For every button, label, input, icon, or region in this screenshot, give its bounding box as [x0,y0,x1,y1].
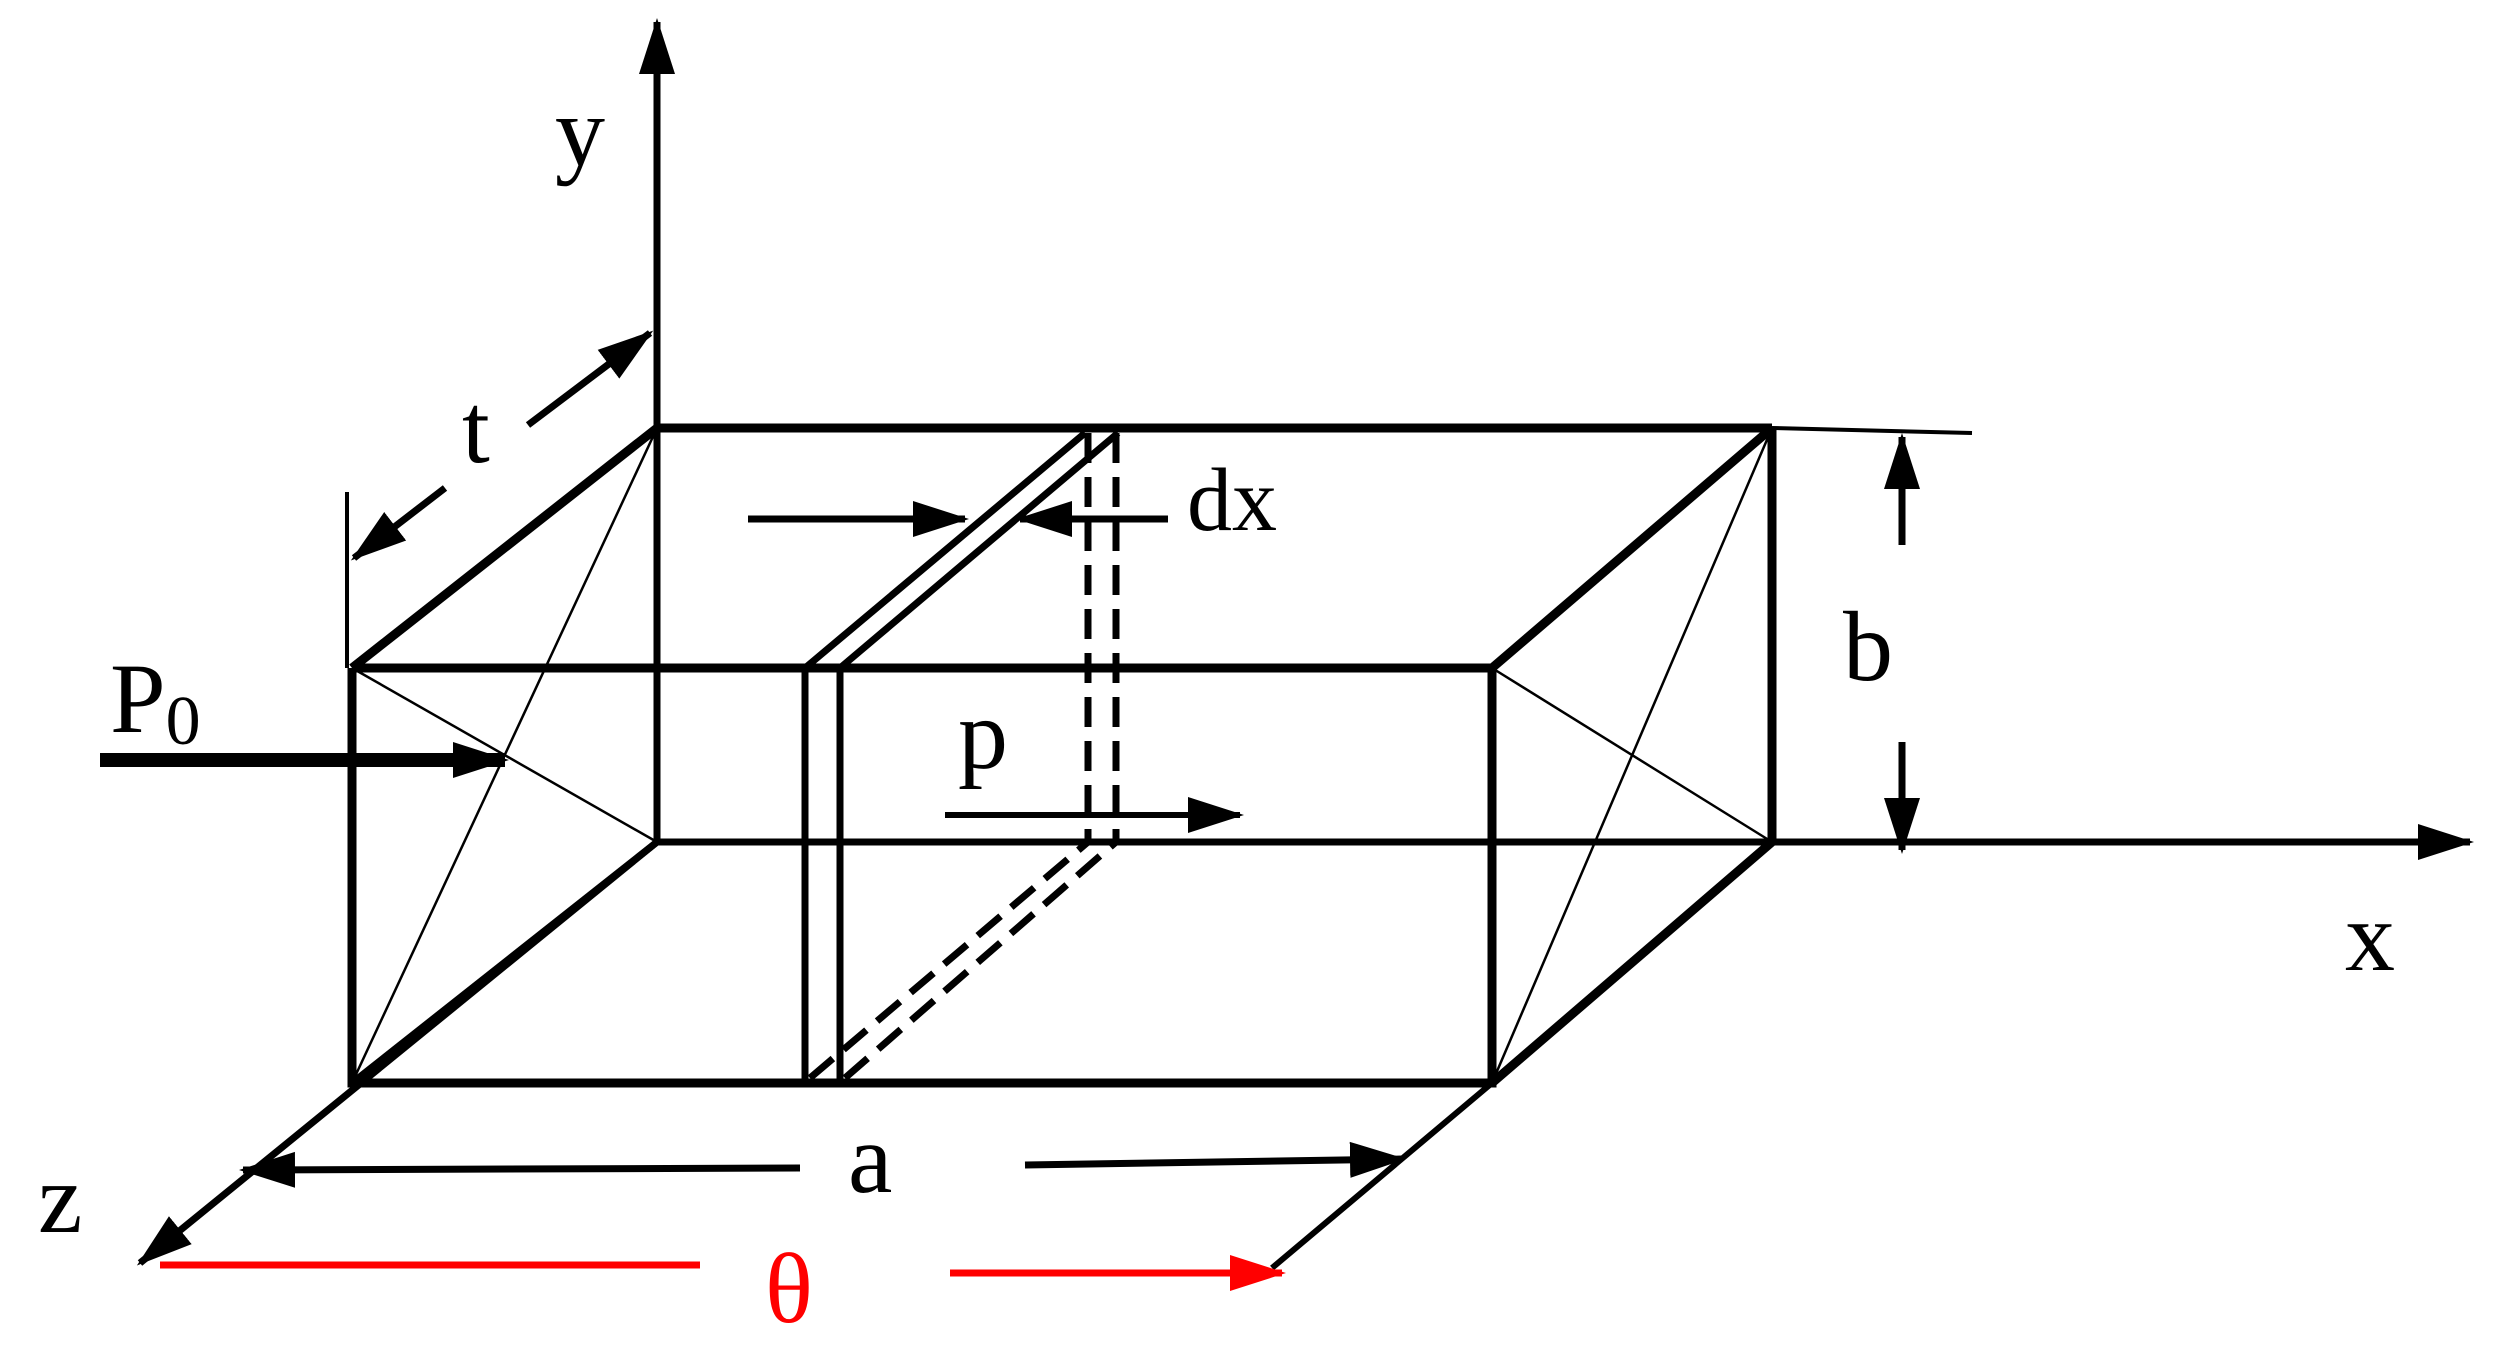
load-label-p0-subscript: 0 [166,683,201,760]
t-arrow-upper [525,330,654,428]
strip-bottom-right-hidden-edge [842,839,1119,1081]
strip-top-left-edge [802,430,1088,671]
dimension-t [345,330,654,668]
dimension-label-t: t [462,373,490,484]
strip-top-right-edge [837,430,1121,671]
differential-strip [801,430,1121,1083]
a-arrow-left [239,1151,801,1188]
top-extension-line [1771,426,1973,435]
dimension-theta [160,1255,1286,1291]
strip-bottom-left-hidden-edge [807,839,1091,1081]
axis-label-y: y [555,76,605,187]
right-face-diagonal-2 [1490,427,1774,1084]
a-arrow-right [1024,1141,1406,1178]
dimension-label-dx: dx [1187,451,1277,550]
t-arrow-lower [350,485,448,561]
right-top-depth-edge [1489,424,1775,672]
axis-label-z: z [38,1143,82,1254]
dimension-label-b: b [1843,591,1893,702]
coordinate-axes [136,18,2474,1266]
load-label-p0-base: P [110,643,166,754]
dimension-label-a: a [848,1103,892,1214]
left-bottom-depth-edge [349,839,660,1086]
left-top-depth-edge [349,424,660,672]
axis-label-x: x [2345,881,2395,992]
front-face [347,663,1497,1088]
a-extension-line [1270,1080,1494,1271]
load-label-p0: P0 [110,643,201,760]
pressure-label-p: p [958,679,1008,790]
dimension-a [239,1080,1494,1271]
right-bottom-depth-edge [1489,838,1775,1087]
angle-label-theta: θ [765,1233,813,1344]
block [347,423,1973,1088]
